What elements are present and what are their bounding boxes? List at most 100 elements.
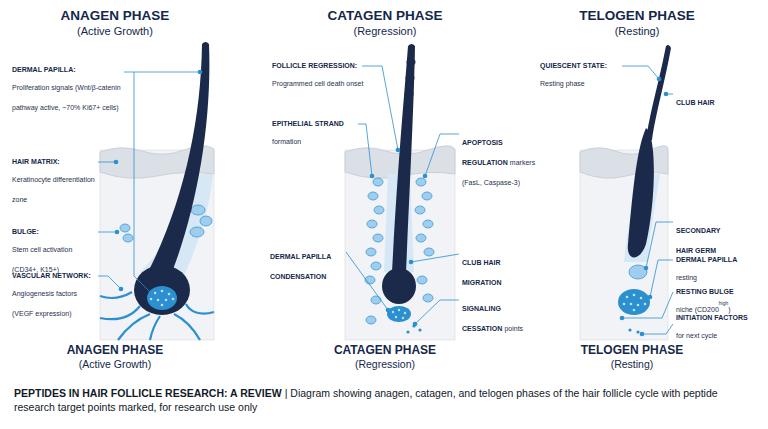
blood-vessel	[150, 316, 160, 340]
part-note: formation	[272, 138, 301, 145]
cell-dot	[633, 294, 636, 297]
cell-dot	[157, 299, 160, 302]
part-name: CLUB HAIR MIGRATION	[462, 259, 502, 286]
phase-subtitle: (Regression)	[310, 358, 460, 371]
target-dot	[114, 160, 119, 165]
phase-subtitle: (Resting)	[557, 358, 707, 371]
target-dot	[423, 174, 428, 179]
callout-label: CLUB HAIR MIGRATION	[462, 250, 524, 290]
cell-dot	[392, 311, 394, 313]
phase-heading: TELOGEN PHASE(Resting)	[557, 343, 707, 371]
callout-label: RESTING BULGEniche (CD200high)	[676, 288, 764, 317]
strand-cell	[366, 248, 376, 256]
leader-line	[98, 232, 117, 233]
strand-cell	[373, 234, 383, 242]
phase-heading: CATAGEN PHASE(Regression)	[310, 8, 460, 39]
part-note: Proliferation signals (Wnt/β-catenin pat…	[12, 84, 121, 111]
signal-dot	[628, 328, 631, 331]
strand-cell	[371, 296, 381, 304]
leader-line	[425, 134, 459, 176]
part-name: SECONDARY HAIR GERM	[676, 227, 720, 254]
part-name: DERMAL PAPILLA CONDENSATION	[270, 253, 331, 280]
catagen-follicle	[345, 44, 455, 340]
target-dot	[396, 148, 401, 153]
callout-label: HAIR MATRIX: Keratinocyte differentiation…	[12, 158, 96, 207]
leader-lines	[98, 66, 673, 334]
phase-name: ANAGEN PHASE	[40, 343, 190, 358]
callout-label: APOPTOSIS REGULATIONmarkers (FasL, Caspa…	[462, 130, 542, 190]
callout-label: INITIATION FACTORSfor next cycle	[676, 314, 764, 343]
hair-shaft	[646, 45, 671, 140]
part-note: Programmed cell death onset	[272, 80, 363, 87]
part-name: APOPTOSIS REGULATION	[462, 139, 508, 166]
cell-dot	[161, 290, 164, 293]
target-dot	[640, 332, 645, 337]
phase-heading: TELOGEN PHASE(Resting)	[562, 8, 712, 39]
part-name: SIGNALING CESSATION	[462, 305, 502, 332]
callout-label: DERMAL PAPILLA CONDENSATION	[270, 244, 344, 284]
epidermis	[580, 146, 668, 179]
gland-cell	[191, 205, 205, 215]
strand-cell	[373, 178, 383, 186]
target-dot	[657, 77, 662, 82]
part-note: Stem cell activation (CD34+, K15+)	[12, 246, 72, 273]
part-note: Angiogenesis factors (VEGF expression)	[12, 290, 77, 317]
cell-dot	[404, 312, 406, 314]
papilla-cells	[623, 294, 647, 312]
part-name: HAIR MATRIX:	[12, 158, 96, 167]
strand-cell	[417, 276, 427, 284]
phase-name: TELOGEN PHASE	[557, 343, 707, 358]
part-note: points	[504, 325, 523, 332]
phase-heading: ANAGEN PHASE(Active Growth)	[40, 8, 190, 39]
papilla-cells	[392, 309, 406, 319]
leader-line	[98, 276, 121, 289]
leader-line	[411, 254, 459, 262]
part-name: VASCULAR NETWORK:	[12, 272, 96, 281]
cell-dot	[644, 303, 647, 306]
cell-dot	[402, 317, 404, 319]
cell-dot	[398, 309, 400, 311]
target-dot	[386, 308, 391, 313]
strand-cell	[416, 178, 426, 186]
callout-label: DERMAL PAPILLAresting	[676, 256, 756, 285]
target-dot	[413, 322, 418, 327]
dermis	[580, 150, 668, 340]
strand-cell	[366, 316, 376, 324]
cell-dot	[161, 304, 164, 307]
strand-cell	[422, 192, 432, 200]
initiation-points	[628, 328, 639, 333]
cell-dot	[623, 303, 626, 306]
blood-vessel	[100, 306, 140, 319]
part-name: RESTING BULGE	[676, 288, 764, 297]
strand-cell	[374, 206, 384, 214]
caption-title: PEPTIDES IN HAIR FOLLICLE RESEARCH: A RE…	[14, 387, 282, 399]
blood-vessel	[174, 314, 200, 340]
part-note: Keratinocyte differentiation zone	[12, 176, 95, 203]
target-dot	[198, 70, 203, 75]
callout-label: DERMAL PAPILLA:Proliferation signals (Wn…	[12, 66, 122, 115]
dermal-papilla	[618, 289, 650, 315]
cell-dot	[633, 309, 636, 312]
gland-cell	[190, 227, 204, 237]
hair-shaft	[150, 42, 209, 272]
leader-line	[98, 162, 116, 163]
cell-dot	[640, 297, 643, 300]
hair-bulb	[382, 268, 416, 304]
strand-cell	[416, 234, 426, 242]
target-dot	[119, 287, 124, 292]
cell-dot	[637, 304, 640, 307]
hair-bead	[406, 75, 415, 82]
phase-name: TELOGEN PHASE	[562, 8, 712, 25]
leader-line	[622, 66, 659, 79]
blood-vessel	[118, 314, 150, 340]
target-dot	[115, 230, 120, 235]
hair-bulb	[134, 265, 190, 315]
cell-dot	[626, 296, 629, 299]
leader-line	[124, 72, 200, 73]
phase-name: CATAGEN PHASE	[310, 8, 460, 25]
strand-cell	[367, 220, 377, 228]
callout-label: QUIESCENT STATE:Resting phase	[540, 62, 630, 91]
part-note: for next cycle	[676, 332, 717, 339]
phase-subtitle: (Active Growth)	[40, 358, 190, 371]
